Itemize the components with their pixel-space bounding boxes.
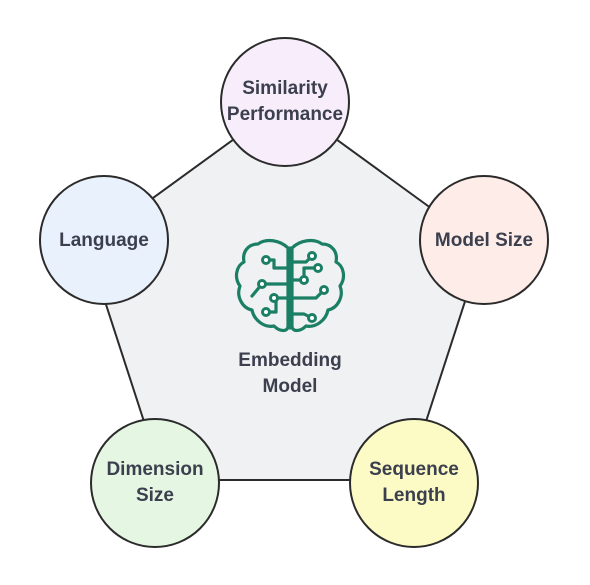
node-label-line1: Similarity <box>242 78 328 99</box>
node-label-line2: Length <box>382 485 445 506</box>
node-dimension-size: Dimension Size <box>90 418 220 548</box>
node-circle <box>349 418 479 548</box>
node-label-line1: Sequence <box>369 459 459 480</box>
node-sequence-length: Sequence Length <box>349 418 479 548</box>
circuit-node-dots <box>257 251 329 323</box>
node-label-line1: Model Size <box>435 230 533 251</box>
node-label-line1: Language <box>59 230 149 251</box>
node-language: Language <box>39 175 169 305</box>
node-label-line2: Performance <box>227 104 343 125</box>
node-circle <box>90 418 220 548</box>
center-label-line1: Embedding <box>238 350 341 371</box>
node-label-line2: Size <box>136 485 174 506</box>
center-label-line2: Model <box>263 376 318 397</box>
node-similarity-performance: Similarity Performance <box>220 37 350 167</box>
node-circle <box>220 37 350 167</box>
node-model-size: Model Size <box>419 175 549 305</box>
node-label-line1: Dimension <box>106 459 203 480</box>
node-circle <box>419 175 549 305</box>
node-circle <box>39 175 169 305</box>
